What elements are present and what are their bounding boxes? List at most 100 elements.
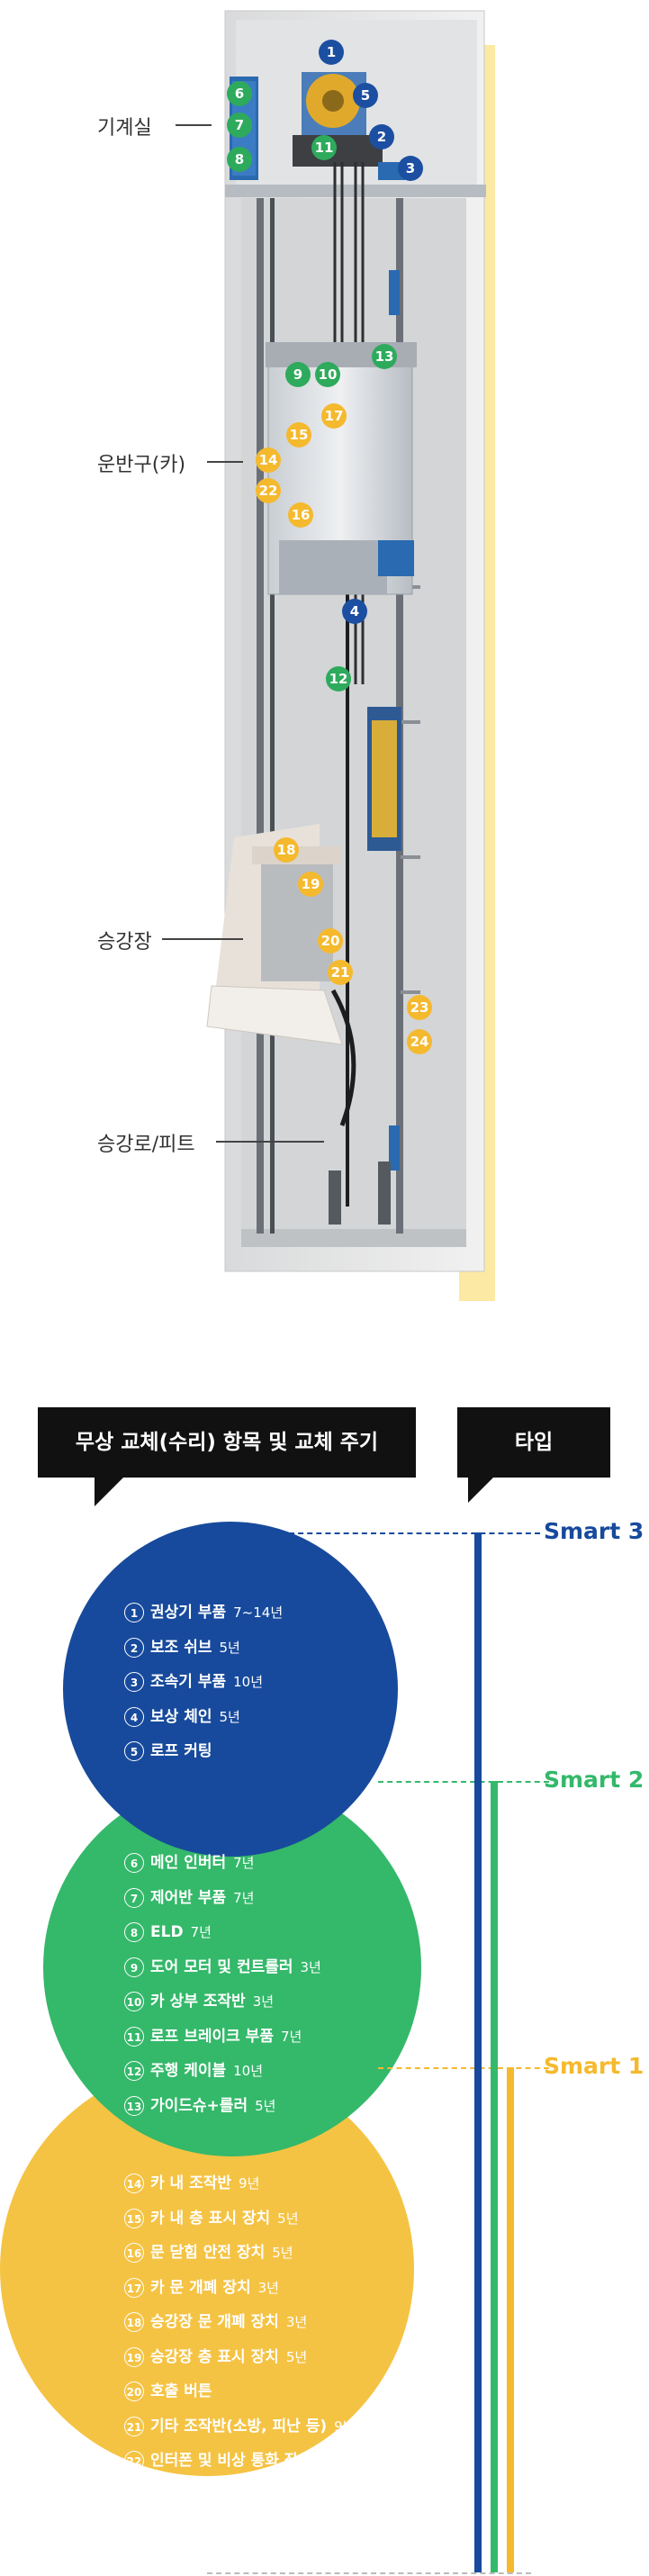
item-label: 카 내 조작반 [150,2174,232,2192]
item-label: 기타 조작반(소방, 피난 등) [150,2417,328,2436]
marker-10: 10 [315,362,340,387]
tier-dash-smart-3 [207,1532,540,1534]
item-number-badge: 6 [124,1853,144,1873]
list-item: 5 로프 커팅 [124,1734,283,1769]
item-number-badge: 12 [124,2061,144,2081]
list-item: 17 카 문 개폐 장치 3년 [124,2271,356,2306]
list-item: 20 호출 버튼 [124,2374,356,2409]
item-number-badge: 11 [124,2026,144,2047]
item-label: 승강장 문 개폐 장치 [150,2313,279,2331]
item-number-badge: 3 [124,1672,144,1692]
item-number-badge: 16 [124,2243,144,2263]
item-period: 3년 [300,1958,321,1975]
item-label: 주행 케이블 [150,2062,227,2080]
list-item: 19 승강장 층 표시 장치 5년 [124,2340,356,2375]
list-item: 2 보조 쉬브 5년 [124,1631,283,1666]
item-period: 9년 [239,2175,260,2192]
leader-line [162,938,243,940]
item-label: 카 문 개폐 장치 [150,2278,251,2297]
marker-5: 5 [353,83,378,108]
item-period: 7년 [280,2028,302,2045]
item-period: 5년 [255,2097,276,2114]
item-number-badge: 9 [124,1957,144,1977]
marker-18: 18 [274,837,299,863]
items-header-tail [95,1478,123,1506]
item-number-badge: 5 [124,1741,144,1761]
item-label: 기계 소모품 [150,2521,227,2539]
items-header: 무상 교체(수리) 항목 및 교체 주기 [38,1407,416,1478]
item-number-badge: 17 [124,2277,144,2298]
item-period: 10년 [233,2063,264,2079]
item-period: 9년 [334,2418,356,2435]
marker-22: 22 [256,478,281,503]
item-number-badge: 21 [124,2416,144,2436]
item-label: 문 닫힘 안전 장치 [150,2244,266,2262]
leader-line [176,124,212,126]
marker-8: 8 [227,147,252,172]
elevator-diagram: 기계실 운반구(카) 승강장 승강로/피트 1 2 3 4 5 6 7 8 9 … [97,10,495,1301]
item-period: 7년 [233,1855,255,1871]
item-number-badge: 19 [124,2346,144,2367]
bar-smart-3 [474,1532,482,2572]
bar-smart-2 [491,1781,498,2572]
marker-3: 3 [398,156,423,181]
item-number-badge: 2 [124,1637,144,1658]
tier-label-smart-2: Smart 2 [544,1767,644,1793]
item-period: 3년 [285,2314,308,2330]
item-number-badge: 1 [124,1603,144,1622]
type-header-tail [468,1478,493,1503]
marker-14: 14 [256,447,281,473]
item-label: 호출 버튼 [150,2382,212,2400]
item-number-badge: 22 [124,2451,144,2471]
label-landing: 승강장 [97,931,152,954]
item-period: 7~14년 [233,1604,284,1621]
item-label: 보상 체인 [150,1707,212,1726]
tier-label-smart-1: Smart 1 [544,2053,644,2079]
marker-17: 17 [321,403,347,429]
marker-20: 20 [318,928,343,954]
item-period: 3년 [257,2279,279,2296]
elevator-shaft-illustration [206,10,495,1301]
tier-dash-smart-2 [378,1781,549,1783]
item-label: 보조 쉬브 [150,1638,212,1657]
marker-6: 6 [227,81,252,106]
list-item: 21 기타 조작반(소방, 피난 등) 9년 [124,2409,356,2445]
marker-24: 24 [407,1029,432,1054]
leader-line [207,461,243,463]
marker-21: 21 [328,960,353,985]
item-period: 5년 [219,1639,240,1656]
item-label: 제어반 부품 [150,1888,227,1907]
item-period: 7년 [190,1924,212,1940]
marker-2: 2 [369,124,394,149]
item-number-badge: 20 [124,2382,144,2401]
item-label: 승강장 층 표시 장치 [150,2347,279,2366]
item-label: 로프 커팅 [150,1742,212,1760]
item-label: 카 내 층 표시 장치 [150,2209,271,2228]
item-number-badge: 18 [124,2312,144,2332]
item-label: ELD [150,1923,184,1941]
item-period: 5년 [285,2348,308,2365]
item-number-badge: 4 [124,1706,144,1727]
item-number-badge: 10 [124,1992,144,2011]
label-hoistway-pit: 승강로/피트 [97,1134,195,1156]
item-period: 7년 [233,1889,255,1906]
leader-line [216,1141,324,1143]
item-label: 가이드슈+롤러 [150,2096,248,2115]
marker-4: 4 [342,599,367,624]
tier-dash-smart-1 [378,2067,549,2069]
marker-15: 15 [286,422,311,447]
item-number-badge: 7 [124,1887,144,1908]
item-number-badge: 23 [124,2485,144,2506]
list-item: 18 승강장 문 개폐 장치 3년 [124,2305,356,2340]
